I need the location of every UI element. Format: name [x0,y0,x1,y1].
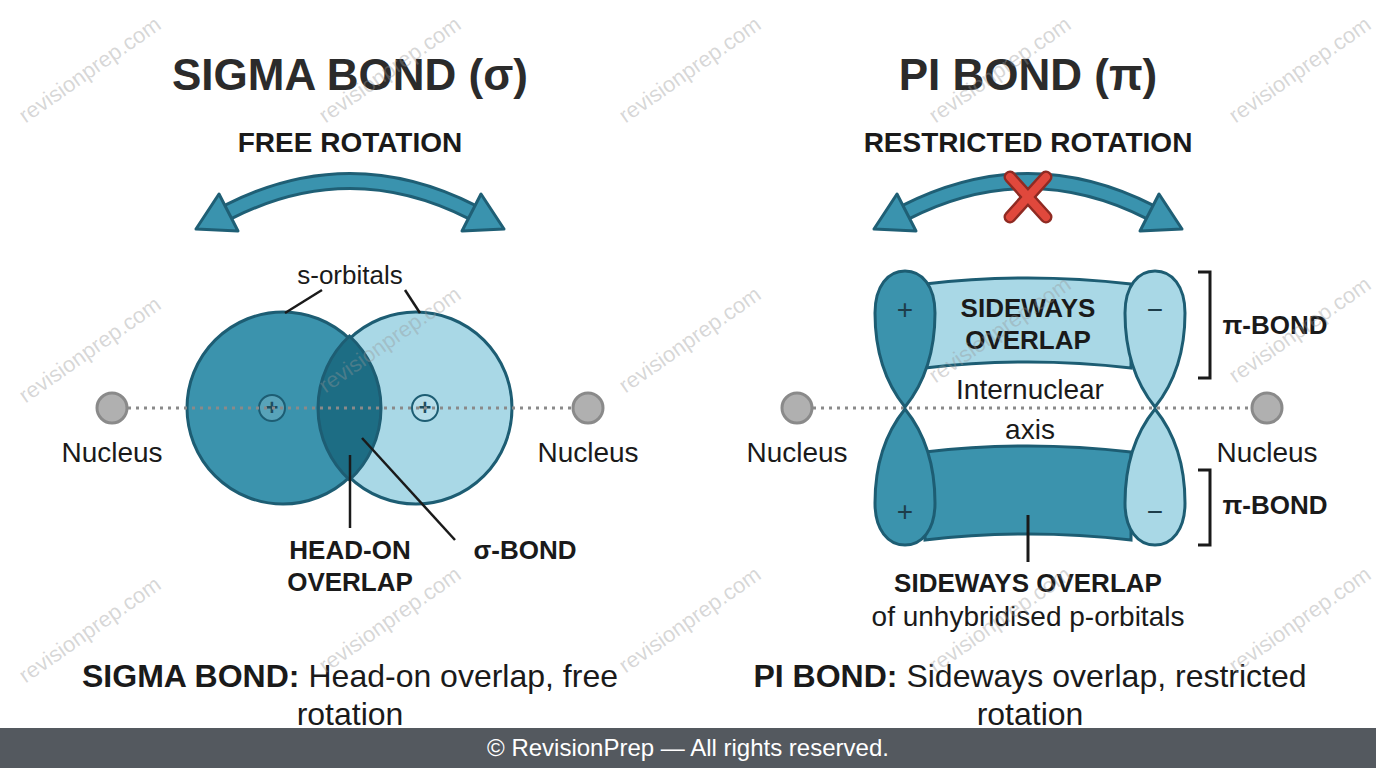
axis-label: Internuclear axis [935,370,1125,450]
nucleus-label: Nucleus [508,436,668,470]
nucleus-label: Nucleus [32,436,192,470]
p-lobe-shape [1122,268,1188,408]
bracket [1198,470,1210,545]
internuclear-axis [112,407,588,410]
watermark: revisionprep.com [614,561,766,678]
phase-sign: + [897,296,913,324]
rotation-arrow-fill [228,181,472,212]
leader-line [349,455,352,528]
p-lobe-shape [872,408,938,548]
orbital-label: s-orbitals [240,259,460,291]
arrow-head [874,194,916,231]
p-lobe: + [872,268,938,408]
p-lobe: − [1122,268,1188,408]
nucleus-label: Nucleus [717,436,877,470]
p-lobe: − [1122,408,1188,548]
leader-line [1027,515,1030,562]
nucleus-dot [97,393,127,423]
caption-heading: PI BOND: [753,658,897,694]
nucleus-label: Nucleus [1187,436,1347,470]
phase-sign: + [897,498,913,526]
footer-bar: © RevisionPrep — All rights reserved. [0,728,1376,768]
arrow-head [462,194,504,231]
rotation-label: FREE ROTATION [100,126,600,160]
bond-label: π-BOND [1200,489,1350,521]
phase-sign: − [1147,296,1163,324]
caption: SIGMA BOND:Head-on overlap, free rotatio… [60,657,640,733]
overlap-label: HEAD-ON OVERLAP [265,534,435,598]
caption-heading: SIGMA BOND: [82,658,299,694]
phase-sign: − [1147,498,1163,526]
rotation-label: RESTRICTED ROTATION [778,126,1278,160]
arrow-head [1140,194,1182,231]
p-lobe-shape [1122,408,1188,548]
leader-line [285,290,322,313]
internuclear-axis [797,407,1267,410]
forbidden-cross [1010,177,1046,217]
caption-text: Head-on overlap, free rotation [297,658,618,732]
nucleus-dot [1252,393,1282,423]
bond-label: σ-BOND [440,534,610,566]
watermark: revisionprep.com [614,281,766,398]
watermark: revisionprep.com [614,11,766,128]
p-lobe-shape [872,268,938,408]
rotation-arrow [228,181,472,212]
bracket [1198,272,1210,378]
watermark: revisionprep.com [1224,11,1376,128]
p-lobe: + [872,408,938,548]
copyright-text: © RevisionPrep — All rights reserved. [0,728,1376,768]
watermark: revisionprep.com [14,291,166,408]
arrow-head [196,194,238,231]
nucleus-dot [573,393,603,423]
nucleus-dot [782,393,812,423]
watermark: revisionprep.com [14,11,166,128]
